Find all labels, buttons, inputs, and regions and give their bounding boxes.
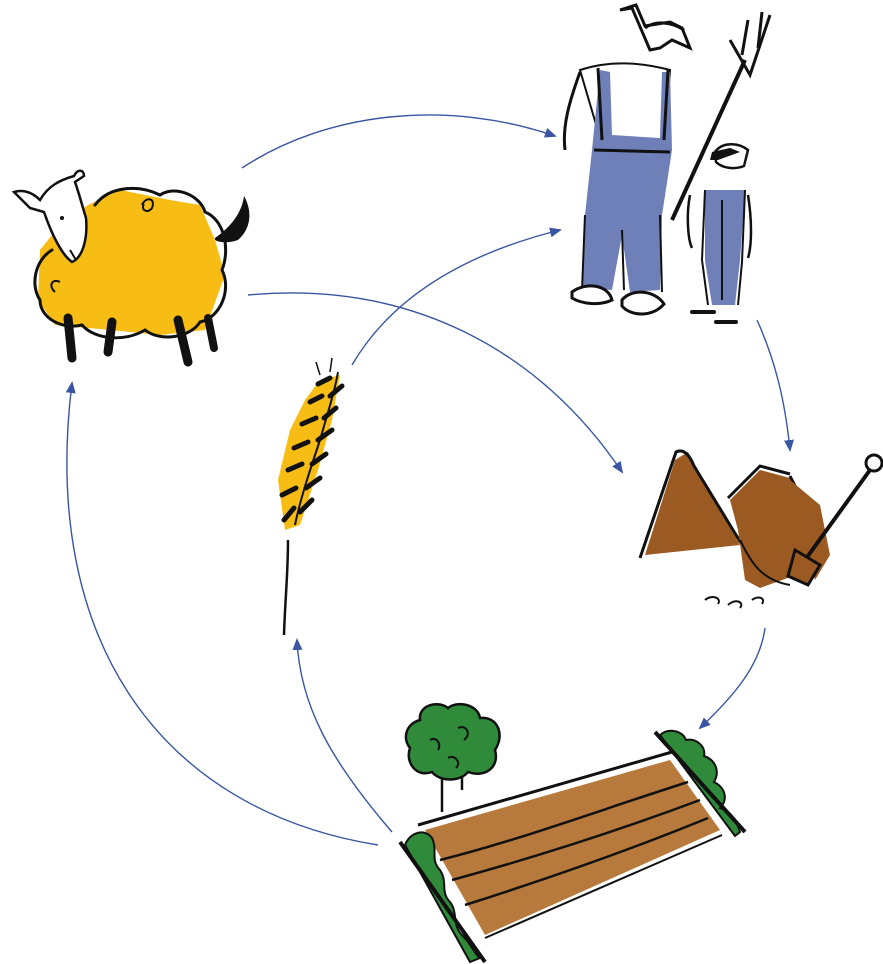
arrow-field-to-sheep xyxy=(67,383,378,845)
arrow-wheat-to-farmers xyxy=(352,230,560,365)
arrow-field-to-wheat xyxy=(297,640,392,832)
sheep-icon xyxy=(14,171,249,362)
arrow-farmers-to-manure xyxy=(757,320,790,450)
manure-pile-icon xyxy=(640,451,882,608)
arrow-manure-to-field xyxy=(700,628,765,728)
plowed-field-icon xyxy=(400,704,745,962)
farmers-icon xyxy=(564,5,770,322)
wheat-stalk-icon xyxy=(278,358,342,635)
arrow-sheep-to-farmers xyxy=(242,115,555,168)
